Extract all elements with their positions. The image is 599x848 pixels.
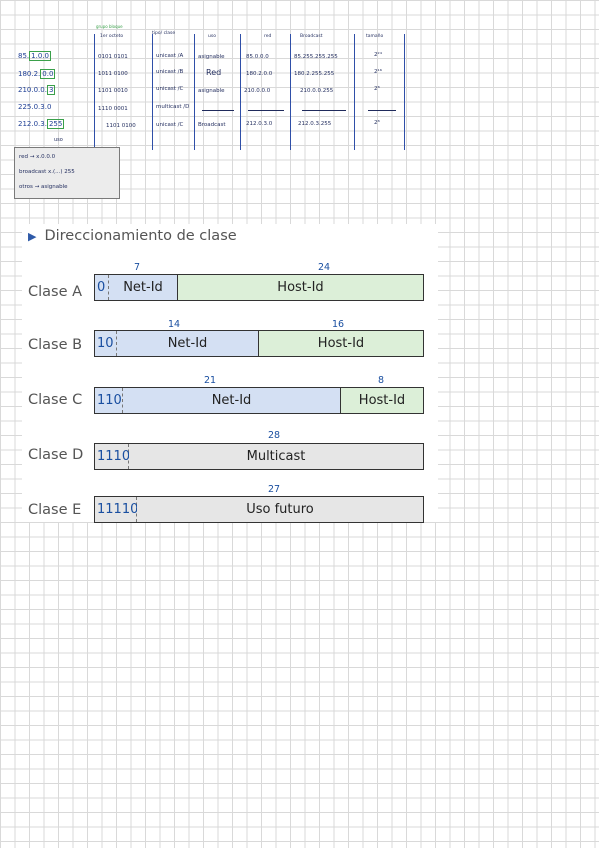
net-id-field: Net-Id — [117, 331, 259, 356]
table-cell: Red — [206, 68, 222, 77]
header-uso: uso — [208, 34, 216, 39]
host-bits-label: 8 — [378, 375, 385, 386]
header-grupo-bloque: grupo bloque — [96, 24, 123, 29]
table-cell: Broadcast — [198, 122, 226, 128]
class-c-label: Clase C — [28, 392, 83, 408]
triangle-bullet-icon: ▶ — [28, 230, 37, 243]
note-line: broadcast x.(...) 255 — [19, 169, 75, 175]
column-divider — [404, 34, 405, 150]
column-divider — [290, 34, 291, 150]
header-red: red — [264, 34, 272, 39]
future-use-field: Uso futuro — [137, 497, 423, 522]
column-divider — [194, 34, 195, 150]
uso-label: uso — [54, 137, 63, 143]
class-c-bar: 110 Net-Id Host-Id — [94, 387, 424, 414]
table-cell: 210.0.0.255 — [300, 88, 334, 94]
table-cell: unicast /A — [156, 53, 184, 59]
table-cell: 2⁸ — [374, 120, 380, 126]
table-cell: 2⁸ — [374, 86, 380, 92]
class-e-label: Clase E — [28, 502, 82, 518]
empty-dash — [202, 110, 234, 111]
table-cell: unicast /B — [156, 69, 184, 75]
header-broadcast: Broadcast — [300, 34, 323, 39]
empty-dash — [248, 110, 284, 111]
ip-address: 210.0.0.3 — [18, 85, 56, 95]
column-divider — [152, 34, 153, 150]
table-cell: 180.2.0.0 — [246, 71, 273, 77]
table-cell: unicast /C — [156, 86, 184, 92]
note-line: red → x.0.0.0 — [19, 154, 56, 160]
table-cell: 1101 0100 — [106, 123, 136, 129]
net-bits-label: 21 — [204, 375, 217, 386]
note-line: otros → asignable — [19, 184, 68, 190]
host-bits-label: 24 — [318, 262, 331, 273]
host-id-field: Host-Id — [178, 275, 423, 300]
net-bits-label: 14 — [168, 319, 181, 330]
table-cell: 2²⁴ — [374, 52, 382, 58]
field-bits-label: 28 — [268, 430, 281, 441]
column-divider — [240, 34, 241, 150]
class-addressing-figure: ▶Direccionamiento de clase 7 24 Clase A … — [22, 224, 438, 523]
empty-dash — [368, 110, 396, 111]
ip-address: 85.1.0.0 — [18, 51, 51, 61]
prefix-bits: 11110 — [95, 497, 138, 522]
field-bits-label: 27 — [268, 484, 281, 495]
multicast-field: Multicast — [129, 444, 423, 469]
header-tipo-clase: tipo/ clase — [152, 31, 176, 36]
class-b-bar: 10 Net-Id Host-Id — [94, 330, 424, 357]
class-d-bar: 1110 Multicast — [94, 443, 424, 470]
header-primer-octeto: 1er octeto — [100, 34, 124, 39]
table-cell: 0101 0101 — [98, 54, 128, 60]
prefix-bits: 0 — [95, 275, 109, 300]
note-box: red → x.0.0.0 broadcast x.(...) 255 otro… — [14, 147, 120, 199]
ip-address: 212.0.3.255 — [18, 119, 65, 129]
prefix-bits: 1110 — [95, 444, 130, 469]
table-cell: unicast /C — [156, 122, 184, 128]
table-cell: 2¹⁶ — [374, 69, 382, 75]
column-divider — [94, 34, 95, 150]
table-cell: 180.2.255.255 — [294, 71, 335, 77]
table-cell: asignable — [198, 54, 225, 60]
class-a-bar: 0 Net-Id Host-Id — [94, 274, 424, 301]
ip-address: 225.0.3.0 — [18, 103, 52, 111]
table-cell: 85.0.0.0 — [246, 54, 269, 60]
table-cell: 85.255.255.255 — [294, 54, 338, 60]
column-divider — [354, 34, 355, 150]
net-bits-label: 7 — [134, 262, 141, 273]
class-e-bar: 11110 Uso futuro — [94, 496, 424, 523]
prefix-bits: 110 — [95, 388, 123, 413]
header-tamano: tamaño — [366, 34, 384, 39]
table-cell: 1011 0100 — [98, 71, 128, 77]
figure-title: ▶Direccionamiento de clase — [28, 228, 237, 244]
host-bits-label: 16 — [332, 319, 345, 330]
table-cell: 210.0.0.0 — [244, 88, 271, 94]
table-cell: 1110 0001 — [98, 106, 128, 112]
table-cell: multicast /D — [156, 104, 190, 110]
class-d-label: Clase D — [28, 447, 84, 463]
class-b-label: Clase B — [28, 337, 83, 353]
net-id-field: Net-Id — [109, 275, 178, 300]
table-cell: 212.0.3.255 — [298, 121, 332, 127]
ip-address: 180.2.0.0 — [18, 69, 56, 79]
net-id-field: Net-Id — [123, 388, 341, 413]
handwritten-ip-table: grupo bloque 1er octeto tipo/ clase uso … — [18, 22, 438, 150]
table-cell: 1101 0010 — [98, 88, 128, 94]
host-id-field: Host-Id — [341, 388, 423, 413]
table-cell: asignable — [198, 88, 225, 94]
table-cell: 212.0.3.0 — [246, 121, 273, 127]
empty-dash — [302, 110, 346, 111]
class-a-label: Clase A — [28, 284, 83, 300]
host-id-field: Host-Id — [259, 331, 423, 356]
prefix-bits: 10 — [95, 331, 117, 356]
